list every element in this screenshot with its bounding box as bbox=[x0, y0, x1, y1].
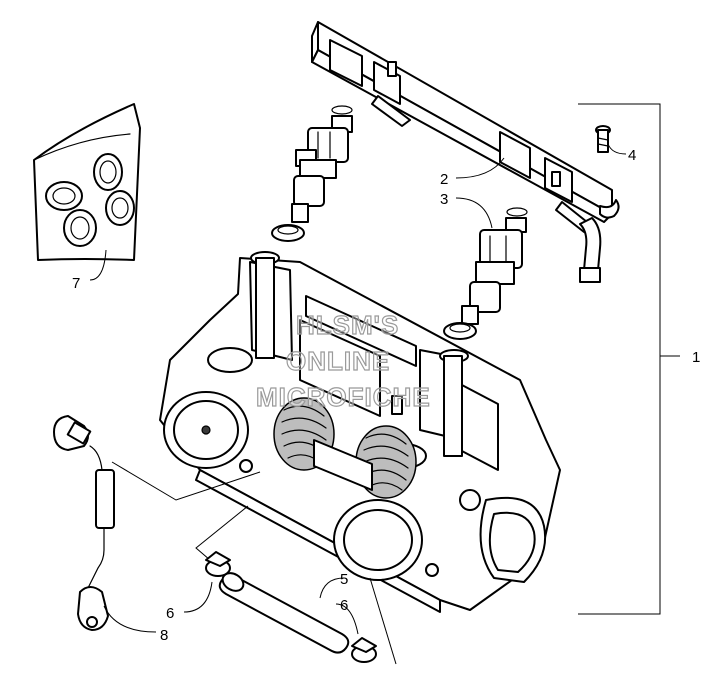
fuel-hose-fitting bbox=[579, 217, 602, 283]
callout-3: 3 bbox=[440, 191, 448, 208]
sensor-wire-harness bbox=[53, 415, 115, 631]
callout-5: 5 bbox=[340, 571, 348, 588]
fuel-injector-left bbox=[291, 105, 353, 223]
callout-2: 2 bbox=[440, 171, 448, 188]
fuel-rail bbox=[311, 21, 620, 233]
callout-6-lower: 6 bbox=[340, 597, 348, 614]
callout-leaders bbox=[89, 103, 680, 635]
screw bbox=[595, 125, 611, 153]
vacuum-hose bbox=[218, 572, 350, 654]
watermark: HLSM'S ONLINE MICROFICHE bbox=[255, 309, 431, 412]
watermark-line-1: HLSM'S bbox=[296, 310, 399, 340]
throttle-body-assembly bbox=[159, 251, 561, 613]
assembly-leader-lines bbox=[111, 461, 397, 665]
callout-4: 4 bbox=[628, 147, 636, 164]
fuel-injector-right bbox=[461, 207, 528, 325]
callout-8: 8 bbox=[160, 627, 168, 644]
callout-6-upper: 6 bbox=[166, 605, 174, 622]
callout-7: 7 bbox=[72, 275, 80, 292]
watermark-line-3: MICROFICHE bbox=[256, 382, 431, 412]
injector-seal-left bbox=[271, 224, 305, 242]
callout-1: 1 bbox=[692, 349, 700, 366]
hose-clamp-upper bbox=[205, 551, 231, 577]
watermark-line-2: ONLINE bbox=[286, 346, 390, 376]
injector-seal-right bbox=[443, 322, 477, 340]
o-ring-kit-card bbox=[33, 103, 141, 261]
hose-clamp-lower bbox=[351, 637, 377, 663]
